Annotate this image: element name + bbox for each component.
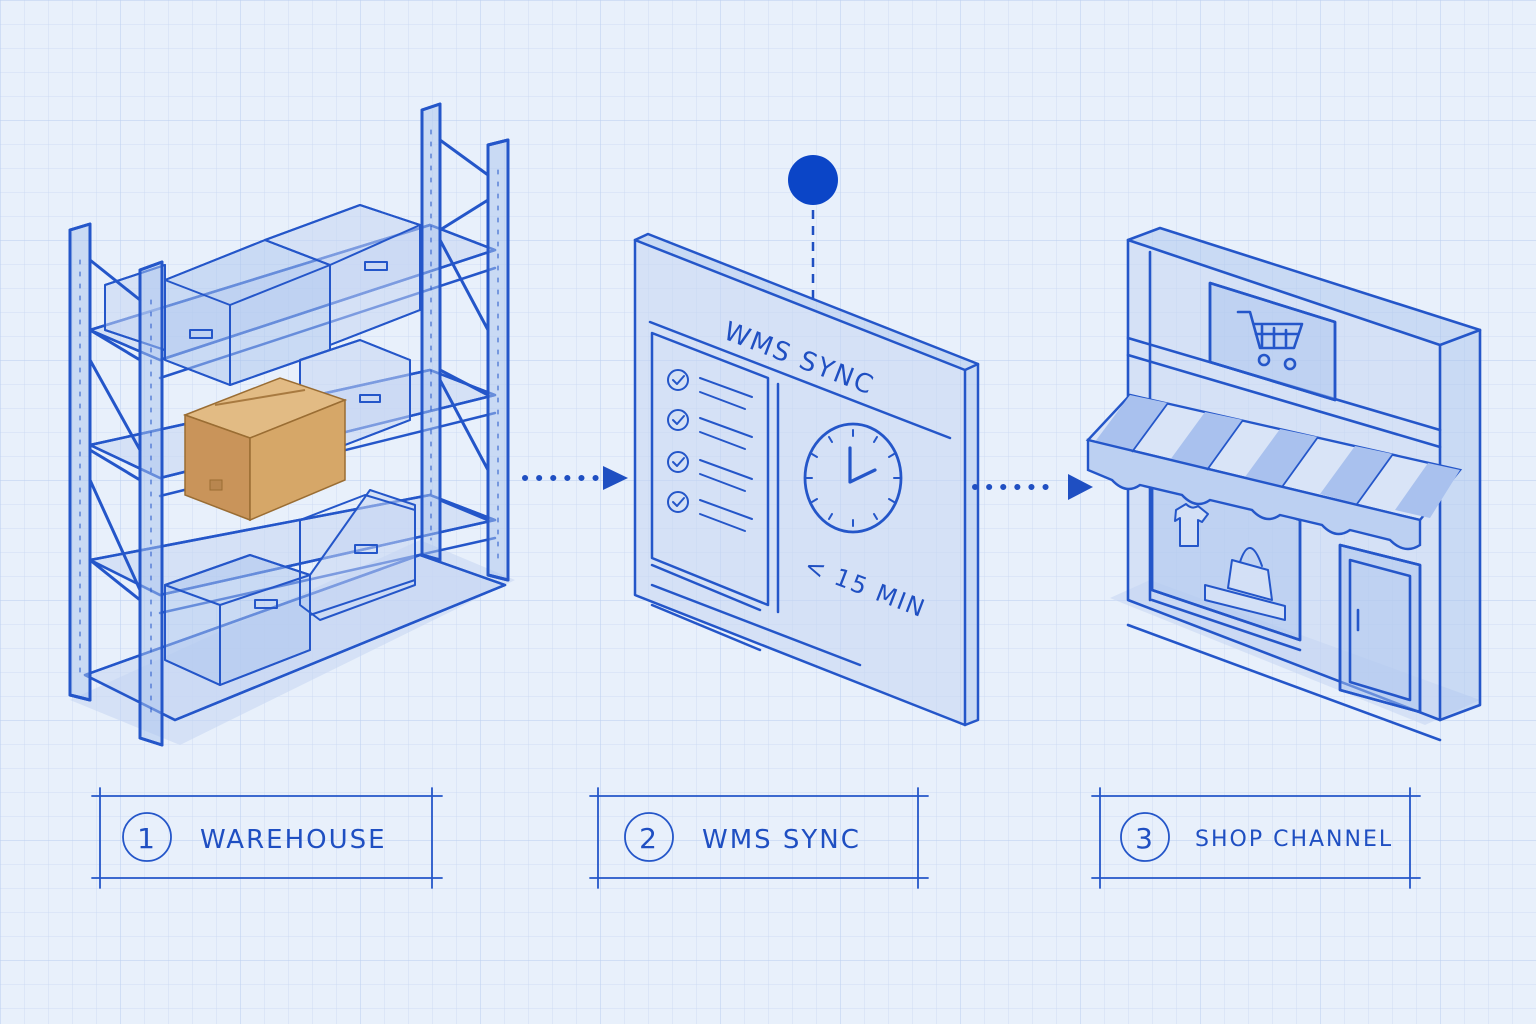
parcel-box (182, 377, 348, 522)
clock-icon (803, 422, 903, 534)
step-label-2: 2 WMS SYNC (589, 787, 929, 889)
step-label-1: 1 WAREHOUSE (91, 787, 443, 889)
flow-arrow-2 (972, 474, 1093, 500)
t-shirt-icon (1174, 503, 1209, 547)
step-number-2: 2 (639, 822, 659, 855)
handbag-icon (1204, 547, 1286, 621)
step-label-3: 3 SHOP CHANNEL (1091, 787, 1421, 889)
step-label-text-1: WAREHOUSE (200, 825, 387, 855)
step-number-3: 3 (1135, 822, 1155, 855)
storefront (1085, 226, 1482, 742)
step-label-text-3: SHOP CHANNEL (1195, 827, 1393, 852)
striped-awning (1085, 393, 1463, 551)
checklist-icon (667, 369, 753, 532)
flow-arrow-1 (522, 466, 628, 490)
warehouse-rack (68, 102, 515, 747)
step-number-1: 1 (137, 822, 157, 855)
marker-dot (788, 155, 838, 205)
shopping-cart-icon (1236, 310, 1304, 371)
step-label-text-2: WMS SYNC (702, 825, 861, 855)
wms-sync-panel: WMS SYNC < 15 MIN (633, 155, 980, 727)
